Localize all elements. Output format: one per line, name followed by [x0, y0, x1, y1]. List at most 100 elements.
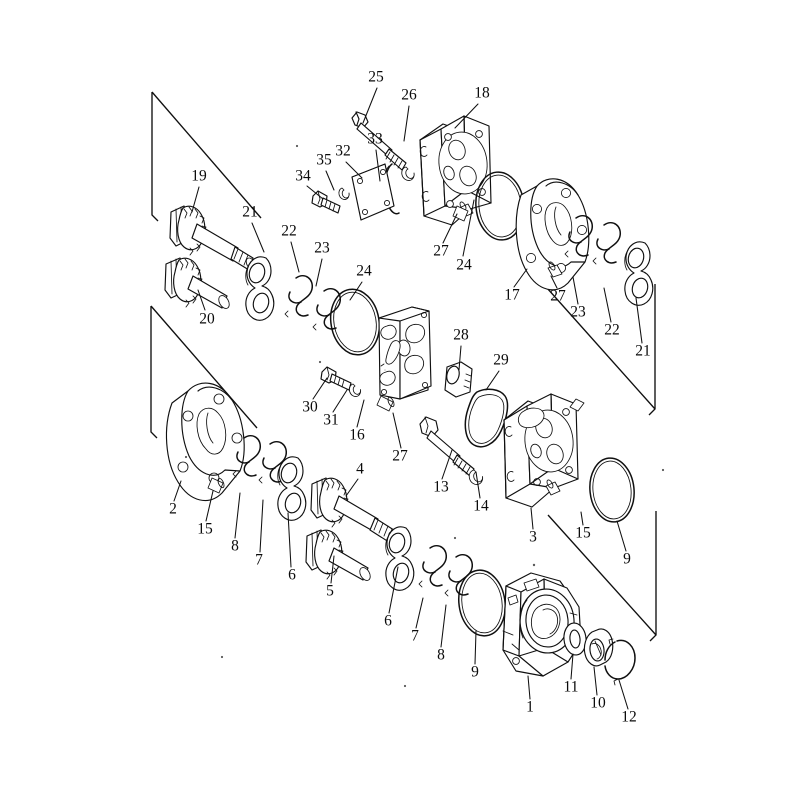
callout-number-20: 20: [199, 311, 215, 328]
callout-leader-35: [325, 170, 335, 191]
callout-11: 11: [564, 653, 578, 696]
lock-washer-26: [401, 166, 415, 181]
callout-number-5: 5: [326, 583, 334, 600]
callout-number-8: 8: [437, 647, 445, 664]
callout-number-26: 26: [401, 87, 417, 104]
backup-ring-8-left: [232, 435, 262, 478]
callout-number-31: 31: [323, 412, 339, 429]
callout-leader-5: [330, 555, 335, 584]
callout-1: 1: [526, 675, 534, 716]
callout-27: 27: [433, 213, 458, 260]
dowel-pin-27-rear: [452, 205, 469, 222]
mounting-flange-2: [165, 382, 245, 502]
frame-top-left: [151, 92, 159, 222]
callout-9: 9: [616, 520, 631, 568]
callout-leader-34: [306, 185, 324, 200]
callout-leader-7: [415, 597, 424, 629]
callout-22: 22: [603, 287, 620, 339]
pump-housing-rear-18: [419, 115, 492, 226]
callout-leader-33: [375, 149, 381, 182]
callout-14: 14: [473, 471, 489, 515]
long-bolt-13: [419, 416, 475, 477]
callout-number-34: 34: [295, 168, 311, 185]
callout-leader-4: [345, 478, 359, 497]
frame-bottom-right-diagonal: [547, 514, 657, 636]
callout-leader-16: [356, 399, 365, 428]
callout-5: 5: [326, 555, 335, 600]
callout-number-7: 7: [411, 628, 419, 645]
callout-number-30: 30: [302, 399, 318, 416]
callout-leader-22: [603, 287, 612, 323]
seal-ring-22-left: [284, 275, 314, 318]
callout-29: 29: [485, 352, 509, 391]
end-cover-plate-32: [351, 163, 395, 221]
backup-ring-23-right: [564, 215, 594, 258]
drive-gear-shaft-rear-19: [169, 205, 257, 271]
callout-24: 24: [456, 199, 475, 274]
callout-leader-31: [332, 389, 348, 413]
frame-bottom-right: [649, 511, 657, 642]
callout-leader-3: [530, 507, 534, 530]
callout-6: 6: [287, 512, 296, 584]
intermediate-flange-17: [515, 178, 590, 291]
callout-8: 8: [231, 492, 241, 555]
callout-number-14: 14: [473, 498, 489, 515]
callout-leader-18: [454, 103, 479, 129]
driven-gear-rear-20: [164, 257, 230, 309]
snap-ring-12: [604, 638, 636, 686]
callout-number-17: 17: [504, 287, 520, 304]
callout-9: 9: [471, 630, 479, 681]
callout-27: 27: [550, 275, 566, 305]
seal-ring-7-right: [418, 545, 448, 588]
callout-number-32: 32: [335, 143, 351, 160]
bearing-plate-21-right: [624, 241, 654, 306]
callout-number-7: 7: [255, 552, 263, 569]
callout-number-23: 23: [570, 304, 586, 321]
callout-number-35: 35: [316, 152, 332, 169]
callout-23: 23: [570, 276, 586, 321]
callout-leader-27: [550, 275, 558, 289]
callout-22: 22: [281, 223, 300, 273]
pump-housing-center-3: [503, 393, 585, 508]
callout-leader-7: [259, 499, 264, 553]
callout-number-33: 33: [367, 131, 383, 148]
callout-leader-13: [441, 449, 453, 480]
washer-shaft-11: [563, 622, 587, 656]
callout-leader-23: [315, 258, 323, 287]
callout-26: 26: [401, 87, 417, 142]
callout-number-23: 23: [314, 240, 330, 257]
callout-leader-9: [616, 520, 627, 552]
callout-number-8: 8: [231, 538, 239, 555]
callout-31: 31: [323, 389, 348, 429]
backup-ring-23-left: [312, 288, 342, 331]
spring-washer-35: [338, 187, 350, 200]
center-plate-16: [378, 306, 432, 400]
callout-33: 33: [367, 131, 383, 182]
callout-number-27: 27: [433, 243, 449, 260]
callout-2: 2: [169, 480, 182, 518]
callout-number-9: 9: [471, 664, 479, 681]
callout-4: 4: [345, 461, 364, 497]
callout-7: 7: [411, 597, 424, 645]
bearing-plate-6-right: [385, 526, 415, 591]
callout-3: 3: [529, 507, 537, 546]
frame-top-right-diagonal: [546, 287, 656, 410]
callout-16: 16: [349, 399, 365, 444]
o-ring-plate-29: [464, 388, 509, 448]
callout-number-28: 28: [453, 327, 469, 344]
callout-number-25: 25: [368, 69, 384, 86]
pump-body-front-1: [502, 572, 582, 677]
callout-leader-8: [440, 604, 447, 648]
callout-leader-26: [403, 105, 410, 142]
cap-screw-30: [320, 366, 352, 391]
callout-number-10: 10: [590, 695, 606, 712]
callout-number-3: 3: [529, 529, 537, 546]
callout-number-9: 9: [623, 551, 631, 568]
callout-leader-10: [593, 666, 598, 696]
bearing-plate-6-left: [277, 456, 307, 521]
callout-leader-27: [442, 213, 458, 244]
callout-15: 15: [197, 490, 214, 538]
frame-mid-left: [150, 306, 158, 439]
